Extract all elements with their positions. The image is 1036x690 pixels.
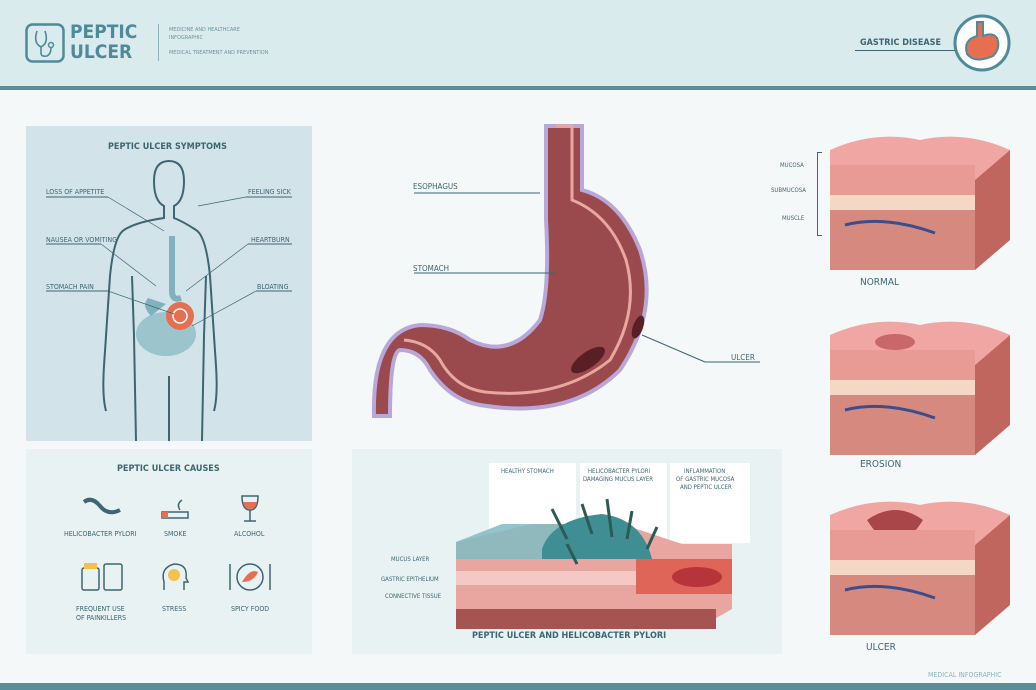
gastric-disease-badge: GASTRIC DISEASE xyxy=(860,38,941,48)
normal-tissue-block xyxy=(830,136,1010,270)
stomach-label: STOMACH xyxy=(413,264,450,273)
muscle-label: MUSCLE xyxy=(782,215,805,222)
layer-label: CONNECTIVE TISSUE xyxy=(385,593,442,600)
cause-label: HELICOBACTER PYLORI xyxy=(64,530,137,538)
cigarette-icon xyxy=(161,499,189,519)
symptom-label: NAUSEA OR VOMITING xyxy=(46,236,117,244)
stage-label: DAMAGING MUCUS LAYER xyxy=(583,476,653,483)
human-body-figure xyxy=(46,160,292,441)
pills-icon xyxy=(81,563,123,591)
app-title-line2: ULCER xyxy=(70,41,133,63)
cause-label: OF PAINKILLERS xyxy=(76,614,127,622)
stethoscope-icon xyxy=(25,23,65,63)
symptom-label: FEELING SICK xyxy=(248,188,291,196)
esophagus-label: ESOPHAGUS xyxy=(413,182,458,191)
ulcer-stage-label: ULCER xyxy=(866,642,896,653)
spicy-food-icon xyxy=(229,563,271,591)
pylori-title: PEPTIC ULCER AND HELICOBACTER PYLORI xyxy=(472,631,667,641)
normal-label: NORMAL xyxy=(860,277,899,288)
layer-label: GASTRIC EPITHELIUM xyxy=(381,576,439,583)
tissue-cross-sections xyxy=(830,136,1010,635)
mucosa-layers-illustration xyxy=(456,498,732,629)
symptom-label: STOMACH PAIN xyxy=(46,283,94,291)
subtitle: MEDICINE AND HEALTHCARE xyxy=(169,27,240,33)
submucosa-label: SUBMUCOSA xyxy=(771,187,806,194)
stage-label: HELICOBACTER PYLORI xyxy=(588,468,651,475)
ulcer-tissue-block xyxy=(830,501,1010,635)
header-divider xyxy=(0,86,1036,90)
layer-label: MUCUS LAYER xyxy=(391,556,430,563)
cause-label: SPICY FOOD xyxy=(231,605,270,613)
cause-label: STRESS xyxy=(162,605,187,613)
erosion-label: EROSION xyxy=(860,459,902,470)
symptom-label: LOSS OF APPETITE xyxy=(46,188,105,196)
wine-glass-icon xyxy=(241,495,259,522)
cause-label: SMOKE xyxy=(164,530,187,538)
stage-label: INFLAMMATION xyxy=(684,468,726,475)
layer-bracket xyxy=(817,152,822,236)
causes-title: PEPTIC ULCER CAUSES xyxy=(117,464,220,474)
stomach-illustration xyxy=(371,124,760,418)
mucosa-label: MUCOSA xyxy=(780,162,804,169)
footer-caption: MEDICAL INFOGRAPHIC xyxy=(928,671,1002,679)
symptom-label: HEARTBURN xyxy=(251,236,290,244)
subtitle: MEDICAL TREATMENT AND PREVENTION xyxy=(169,50,269,56)
symptoms-title: PEPTIC ULCER SYMPTOMS xyxy=(108,142,227,152)
stage-label: AND PEPTIC ULCER xyxy=(680,484,732,491)
title-separator xyxy=(158,24,159,61)
stage-box xyxy=(670,463,750,543)
stress-head-icon xyxy=(162,563,190,590)
ulcer-label: ULCER xyxy=(731,353,755,362)
subtitle: INFOGRAPHIC xyxy=(169,35,203,41)
footer-bar xyxy=(0,683,1036,690)
erosion-tissue-block xyxy=(830,321,1010,455)
stage-label: OF GASTRIC MUCOSA xyxy=(676,476,735,483)
symptom-label: BLOATING xyxy=(257,283,289,291)
stage-label: HEALTHY STOMACH xyxy=(501,468,554,475)
stomach-icon xyxy=(953,14,1011,72)
badge-line xyxy=(855,50,955,51)
cause-label: FREQUENT USE xyxy=(76,605,125,613)
bacteria-icon xyxy=(82,497,121,515)
app-title-line1: PEPTIC xyxy=(70,21,138,43)
causes-panel xyxy=(26,449,312,654)
cause-label: ALCOHOL xyxy=(234,530,265,538)
header xyxy=(0,0,1036,86)
